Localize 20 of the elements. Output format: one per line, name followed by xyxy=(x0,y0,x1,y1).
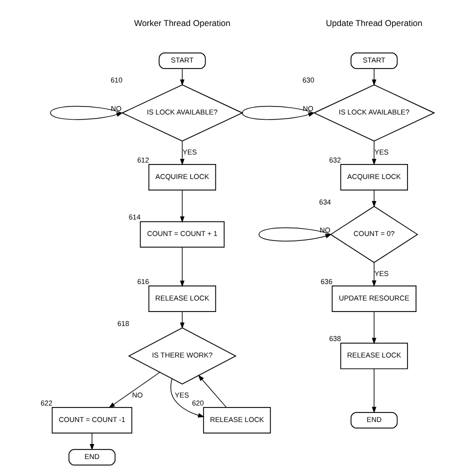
arrow xyxy=(258,227,332,242)
label: Worker Thread Operation xyxy=(134,18,230,28)
arrow xyxy=(50,106,122,120)
arrow xyxy=(180,190,184,223)
arrow xyxy=(89,432,94,450)
arrow xyxy=(371,311,376,344)
arrow xyxy=(371,68,376,86)
arrow xyxy=(371,190,376,208)
arrow xyxy=(241,106,314,120)
arrow xyxy=(197,374,226,408)
arrow xyxy=(180,68,184,86)
label: Update Thread Operation xyxy=(325,18,422,28)
arrow xyxy=(180,246,184,288)
arrow xyxy=(170,378,204,418)
arrow xyxy=(180,311,184,329)
arrow xyxy=(371,140,376,166)
arrow xyxy=(371,262,376,287)
arrow xyxy=(108,372,160,408)
arrow xyxy=(371,368,376,414)
arrow xyxy=(180,140,184,166)
